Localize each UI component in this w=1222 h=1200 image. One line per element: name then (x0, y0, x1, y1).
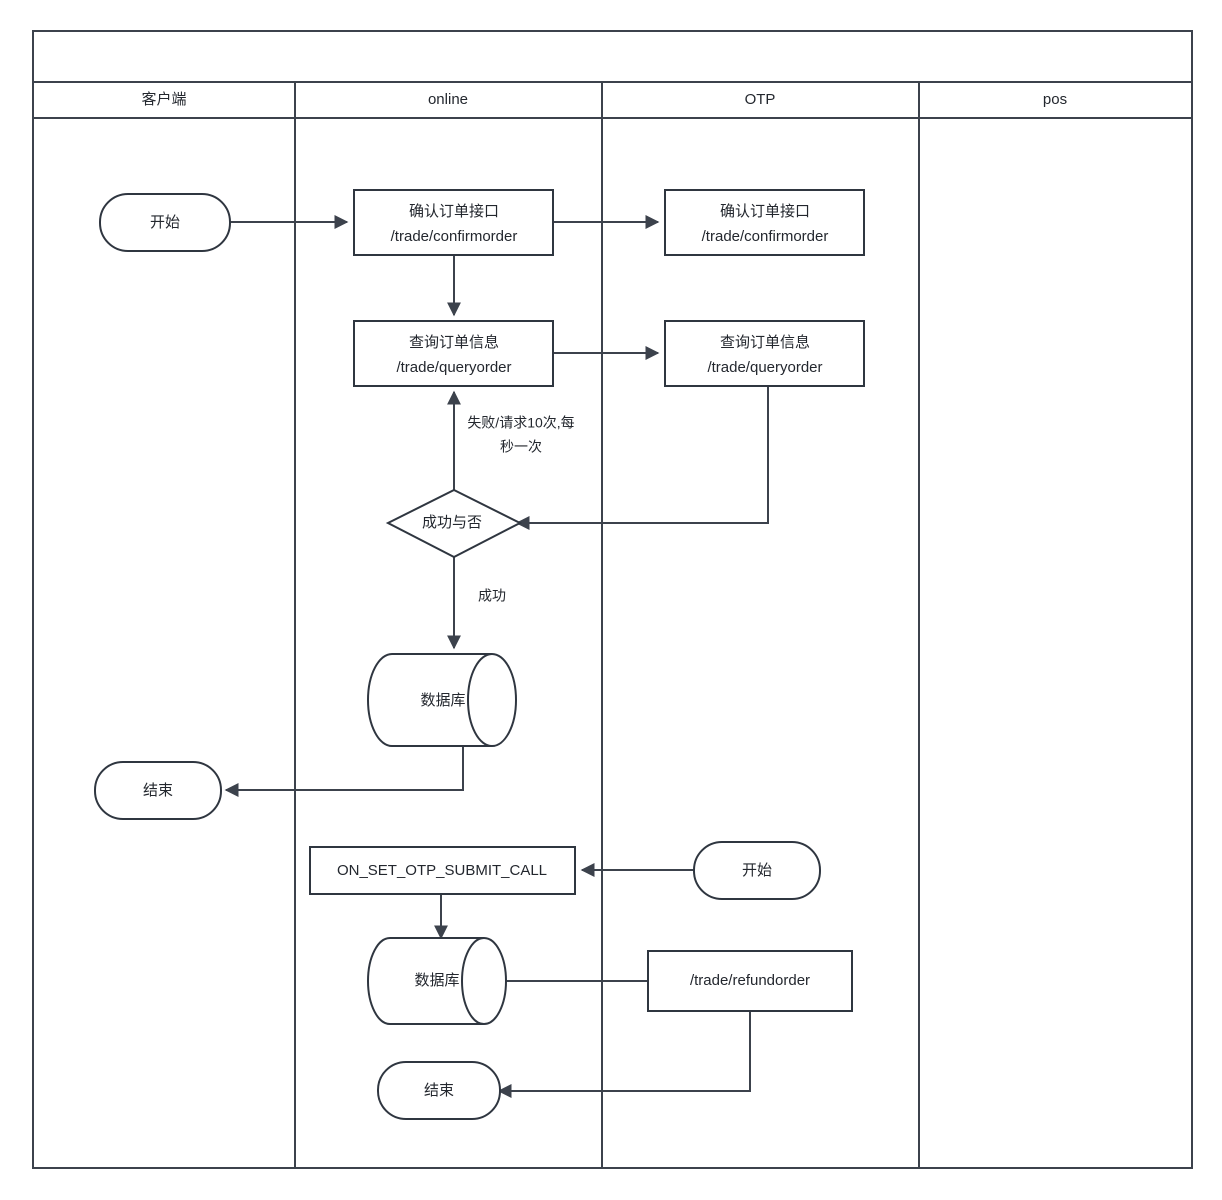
pool-frame (32, 30, 1193, 1169)
lane-header-otp: OTP (745, 91, 776, 108)
node-start-1[interactable]: 开始 (99, 193, 231, 252)
node-end-2-label: 结束 (424, 1082, 454, 1099)
edge-label-success: 成功 (478, 588, 506, 604)
node-refund-order[interactable]: /trade/refundorder (647, 950, 853, 1012)
node-end-1-label: 结束 (143, 782, 173, 799)
edge-label-retry-line2: 秒一次 (500, 439, 542, 455)
edge-label-retry-line1: 失败/请求10次,每 (467, 415, 574, 431)
node-query-order-online-line1: 查询订单信息 (409, 334, 499, 351)
node-start-2-label: 开始 (742, 862, 772, 879)
node-on-set-otp-submit-call[interactable]: ON_SET_OTP_SUBMIT_CALL (309, 846, 576, 895)
node-database-1[interactable]: 数据库 (367, 653, 517, 747)
node-confirm-order-online[interactable]: 确认订单接口 /trade/confirmorder (353, 189, 554, 256)
node-end-1[interactable]: 结束 (94, 761, 222, 820)
node-database-2-label: 数据库 (414, 972, 459, 989)
node-confirm-order-otp-line2: /trade/confirmorder (702, 228, 829, 245)
node-query-order-otp[interactable]: 查询订单信息 /trade/queryorder (664, 320, 865, 387)
lane-header-client: 客户端 (141, 91, 186, 108)
node-query-order-online-line2: /trade/queryorder (396, 359, 511, 376)
lane-dividers (294, 82, 920, 1168)
node-start-2[interactable]: 开始 (693, 841, 821, 900)
node-confirm-order-online-line2: /trade/confirmorder (391, 228, 518, 245)
node-query-order-otp-line2: /trade/queryorder (707, 359, 822, 376)
node-query-order-otp-line1: 查询订单信息 (720, 334, 810, 351)
edge-refund-to-end2 (497, 1011, 751, 1098)
node-confirm-order-online-line1: 确认订单接口 (409, 203, 499, 220)
node-end-2[interactable]: 结束 (377, 1061, 501, 1120)
lane-header-online: online (428, 91, 468, 108)
node-decision-success-label: 成功与否 (422, 514, 482, 531)
node-refund-order-label: /trade/refundorder (690, 972, 810, 989)
connectors (224, 215, 769, 1098)
node-confirm-order-otp[interactable]: 确认订单接口 /trade/confirmorder (664, 189, 865, 256)
node-on-set-otp-submit-call-label: ON_SET_OTP_SUBMIT_CALL (337, 862, 547, 879)
node-query-order-online[interactable]: 查询订单信息 /trade/queryorder (353, 320, 554, 387)
node-decision-success[interactable]: 成功与否 (385, 488, 523, 559)
edge-queryotp-to-decision (515, 385, 769, 530)
node-database-2[interactable]: 数据库 (367, 937, 507, 1025)
lane-header-pos: pos (1043, 91, 1067, 108)
node-confirm-order-otp-line1: 确认订单接口 (720, 203, 810, 220)
node-start-1-label: 开始 (150, 214, 180, 231)
edge-db-to-end1 (224, 745, 464, 797)
node-database-1-label: 数据库 (420, 692, 465, 709)
